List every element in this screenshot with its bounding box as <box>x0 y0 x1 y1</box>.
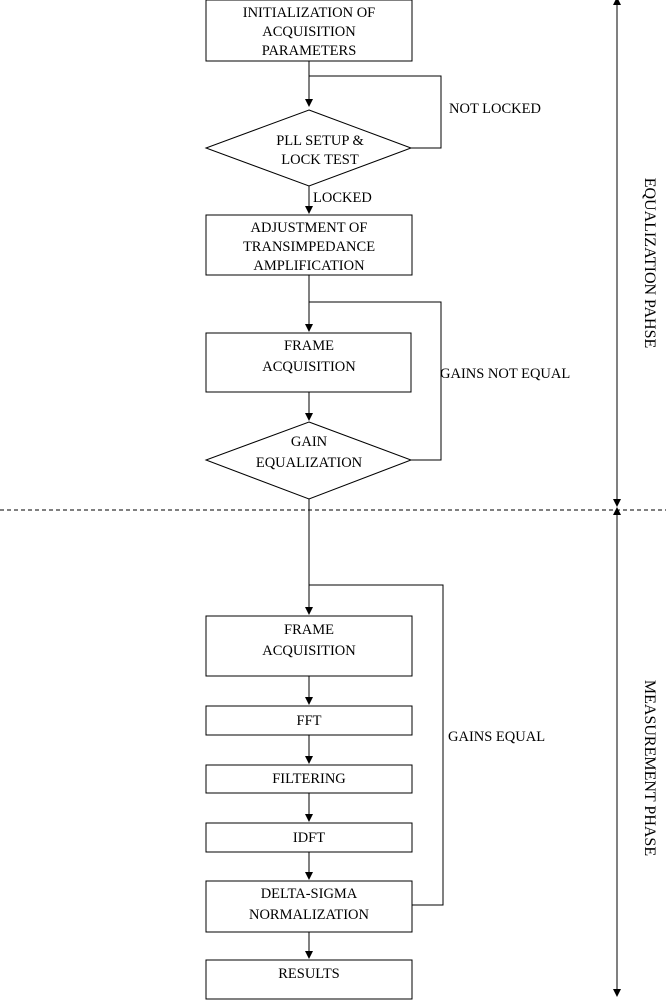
node-init-line-1: INITIALIZATION OF <box>243 5 375 21</box>
node-init-line-3: PARAMETERS <box>262 43 357 59</box>
edge-label-not-locked: NOT LOCKED <box>449 101 541 117</box>
node-adjust-line-2: TRANSIMPEDANCE <box>243 239 375 255</box>
node-delta-sigma: DELTA-SIGMA NORMALIZATION <box>205 880 413 933</box>
edge-label-gains-not-equal: GAINS NOT EQUAL <box>440 366 570 382</box>
node-gain-line-2: EQUALIZATION <box>256 455 363 471</box>
node-pll-line-2: LOCK TEST <box>281 152 359 168</box>
node-delta-sigma-line-1: DELTA-SIGMA <box>261 886 358 902</box>
node-results-label: RESULTS <box>278 966 340 982</box>
node-frame2-line-2: ACQUISITION <box>262 643 356 659</box>
connectors <box>305 61 444 959</box>
node-filtering: FILTERING <box>205 764 413 794</box>
node-init-line-2: ACQUISITION <box>262 24 356 40</box>
node-frame2-line-1: FRAME <box>284 622 334 638</box>
node-idft-label: IDFT <box>293 830 325 846</box>
node-frame-acquisition-1: FRAME ACQUISITION <box>205 332 412 393</box>
gains-not-equal-loop-line <box>309 301 442 461</box>
node-adjust: ADJUSTMENT OF TRANSIMPEDANCE AMPLIFICATI… <box>205 214 413 276</box>
node-filtering-label: FILTERING <box>272 771 346 787</box>
not-locked-loop-line <box>309 75 442 149</box>
node-pll-decision: PLL SETUP & LOCK TEST <box>204 109 413 187</box>
gains-equal-loop-line <box>309 584 444 906</box>
edge-label-locked: LOCKED <box>313 190 372 206</box>
node-init: INITIALIZATION OF ACQUISITION PARAMETERS <box>205 0 413 62</box>
node-gain-equalization-decision: GAIN EQUALIZATION <box>204 421 413 500</box>
node-pll-line-1: PLL SETUP & <box>276 133 364 149</box>
node-fft-label: FFT <box>297 713 322 729</box>
node-frame-acquisition-2: FRAME ACQUISITION <box>205 615 413 677</box>
node-frame1-line-2: ACQUISITION <box>262 359 356 375</box>
node-frame1-line-1: FRAME <box>284 338 334 354</box>
phase-label-equalization: EQUALIZATION PAHSE <box>641 178 658 349</box>
phase-label-measurement: MEASUREMENT PHASE <box>641 680 658 856</box>
node-adjust-line-3: AMPLIFICATION <box>253 258 365 274</box>
node-results: RESULTS <box>205 959 413 1000</box>
edge-label-gains-equal: GAINS EQUAL <box>448 729 545 745</box>
node-delta-sigma-line-2: NORMALIZATION <box>249 907 370 923</box>
node-adjust-line-1: ADJUSTMENT OF <box>251 220 368 236</box>
node-idft: IDFT <box>205 822 413 853</box>
node-fft: FFT <box>205 705 413 736</box>
node-gain-line-1: GAIN <box>291 434 328 450</box>
